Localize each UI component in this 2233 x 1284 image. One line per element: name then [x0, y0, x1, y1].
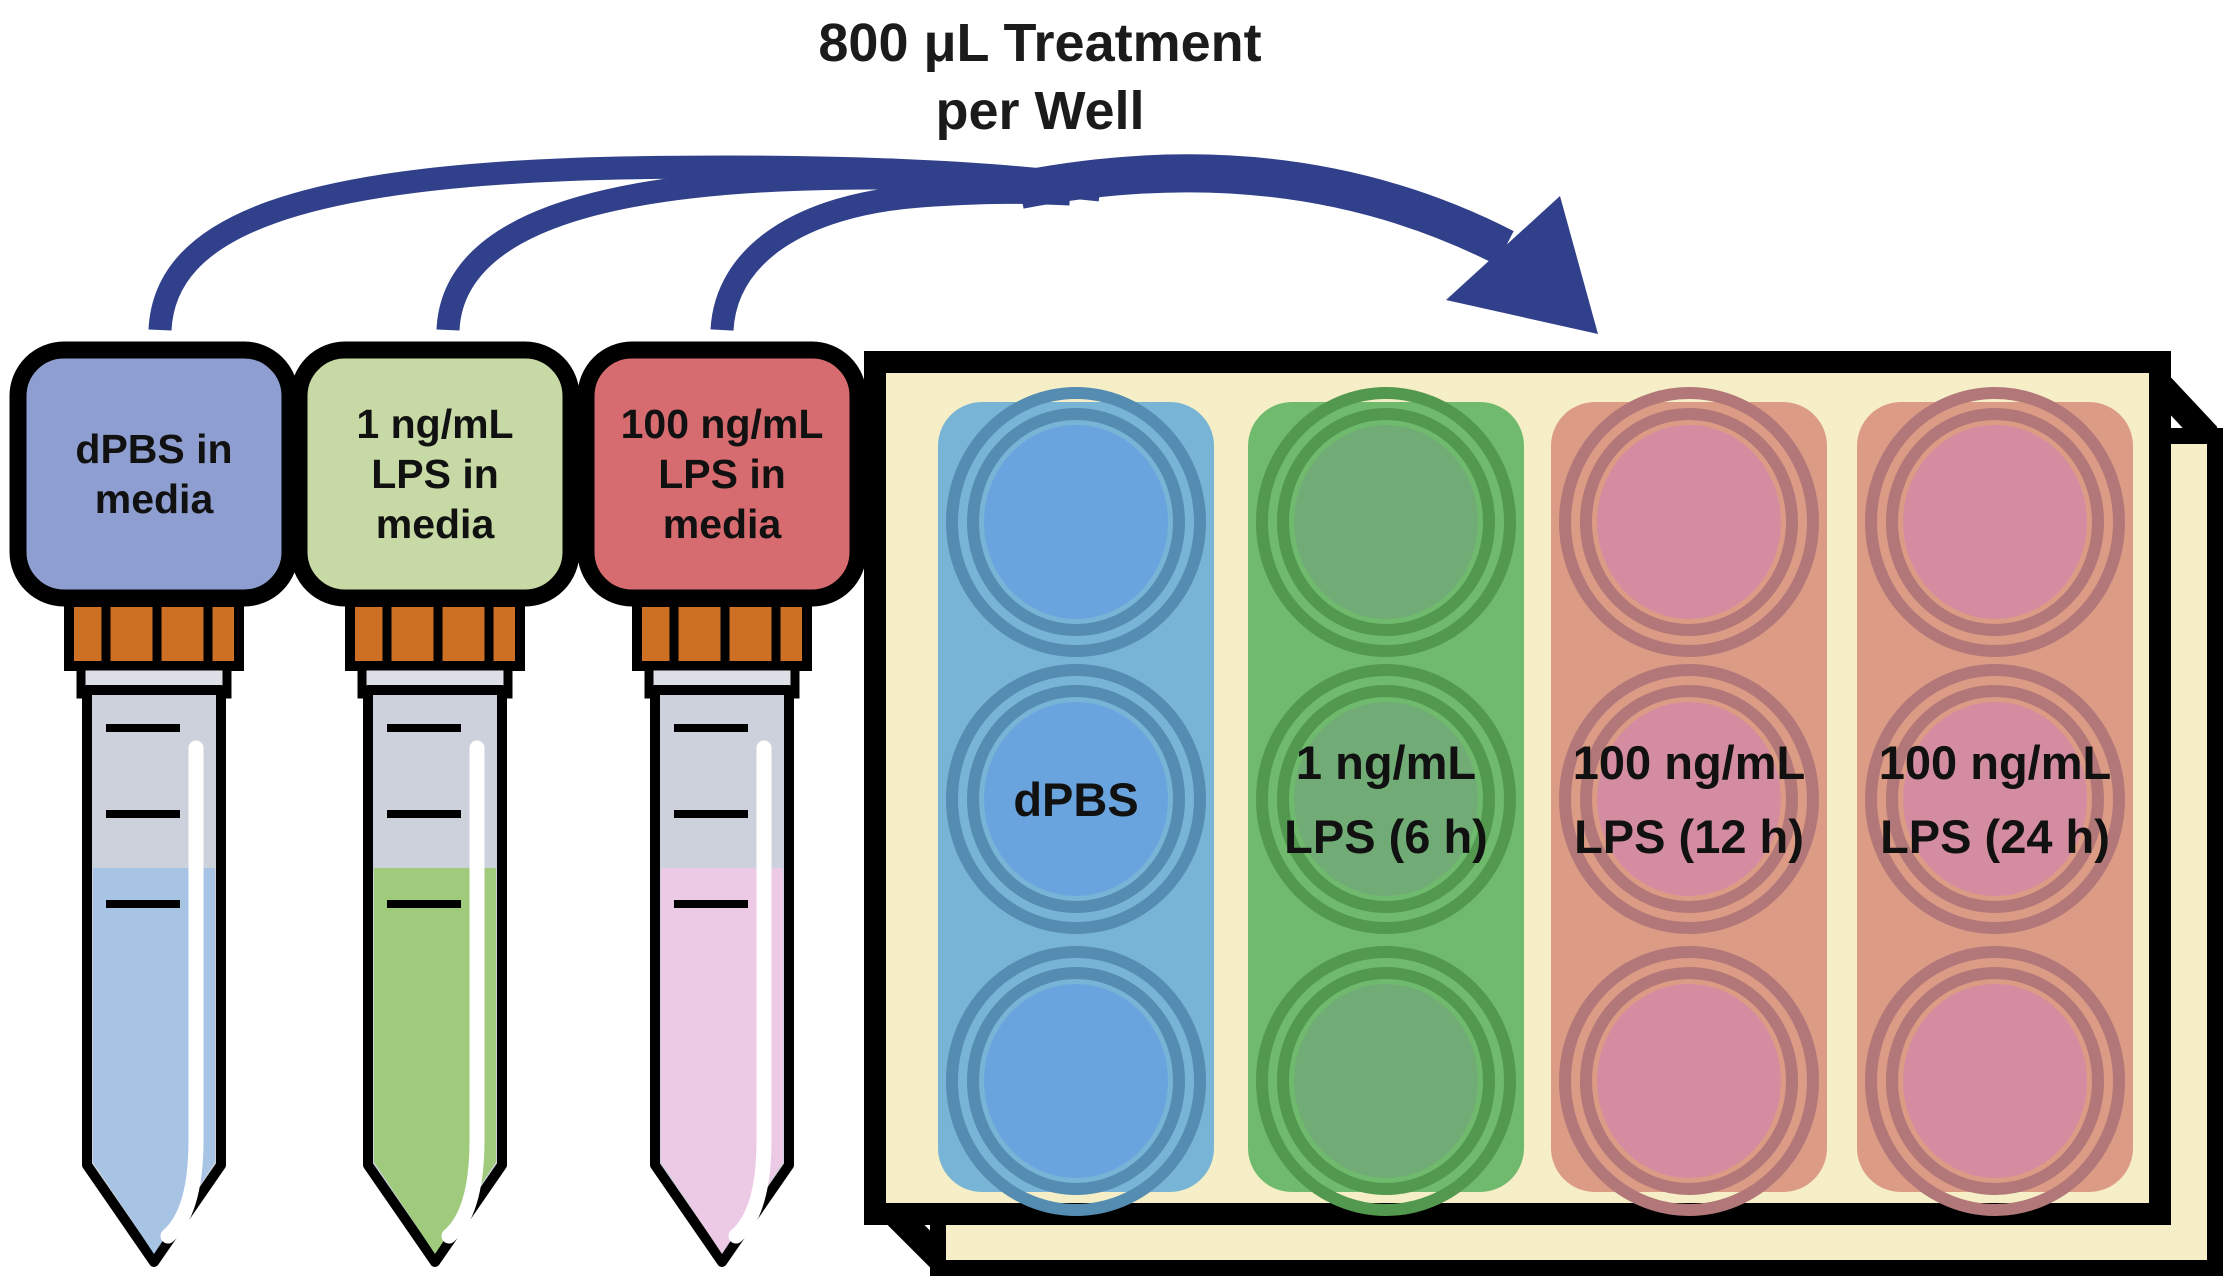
- well: [952, 393, 1200, 651]
- tube-lps-1ng: [299, 350, 571, 1262]
- well: [952, 670, 1200, 928]
- well: [1262, 952, 1510, 1210]
- treatment-arrows: [148, 154, 1598, 334]
- well: [1565, 393, 1813, 651]
- well: [952, 952, 1200, 1210]
- tube-dpbs: [18, 350, 290, 1262]
- well-plate: [864, 351, 2223, 1276]
- well: [1262, 670, 1510, 928]
- arrowhead: [1446, 196, 1598, 334]
- tube-lps-100ng: [586, 350, 858, 1262]
- well: [1565, 670, 1813, 928]
- well: [1565, 952, 1813, 1210]
- arrow-main-band: [1016, 154, 1514, 265]
- well: [1871, 393, 2119, 651]
- well: [1262, 393, 1510, 651]
- arrow-curve-tube3: [710, 180, 1071, 332]
- well: [1871, 952, 2119, 1210]
- well: [1871, 670, 2119, 928]
